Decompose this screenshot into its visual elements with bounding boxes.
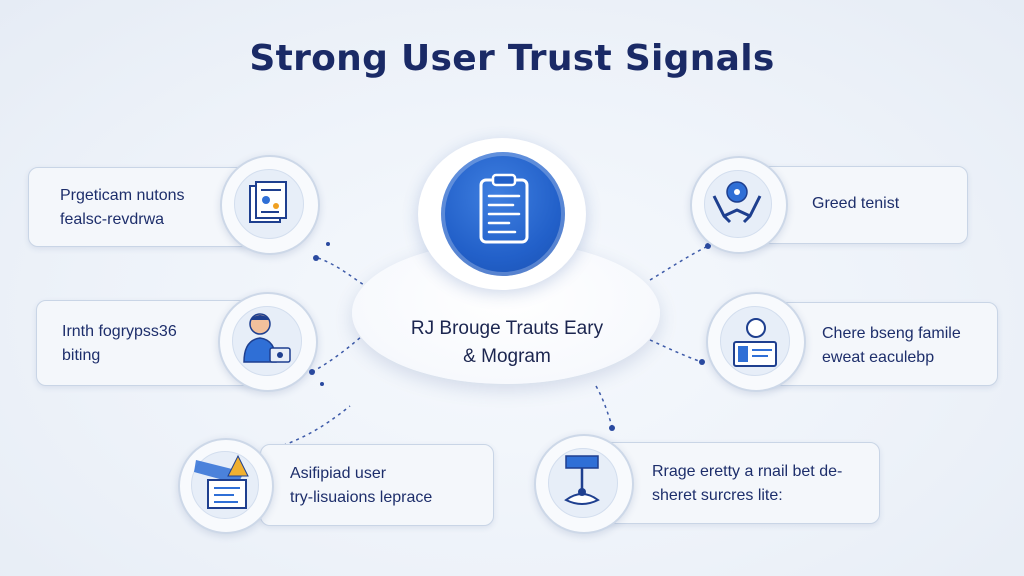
- node-label-mid-left: Irnth fogrypss36 biting: [62, 323, 177, 364]
- scale-icon: [564, 455, 600, 505]
- node-label-mid-right: Chere bseng famile eweat eaculebp: [822, 325, 961, 366]
- form-icon: [194, 454, 249, 509]
- node-label-top-left: Prgeticam nutons fealsc-revdrwa: [60, 187, 185, 228]
- connector-mid-left: [311, 335, 363, 373]
- node-label-bottom-right: Rrage eretty a rnail bet de- sheret surc…: [652, 463, 843, 504]
- node-label-top-right: Greed tenist: [812, 195, 900, 212]
- hub-label: RJ Brouge Trauts Eary & Mogram: [372, 315, 642, 371]
- node-label-bottom-left: Asifipiad user try-lisuaions leprace: [290, 465, 433, 506]
- node-card-bottom-right: [600, 442, 880, 524]
- clipboard-icon: [479, 173, 529, 244]
- document-icon: [249, 181, 287, 223]
- hub-label-line1: RJ Brouge Trauts Eary: [410, 318, 604, 339]
- connector-bottom-right: [595, 385, 613, 427]
- node-card-bottom-left: [260, 444, 494, 526]
- user-icon: [243, 313, 291, 363]
- hub-label-line2: & Mogram: [463, 346, 551, 367]
- connector-top-right: [649, 245, 709, 281]
- id-card-icon: [733, 318, 777, 367]
- node-card-top-left: [28, 167, 252, 247]
- handshake-icon: [712, 181, 762, 224]
- page-title: Strong User Trust Signals: [249, 38, 775, 79]
- connector-mid-right: [649, 339, 703, 363]
